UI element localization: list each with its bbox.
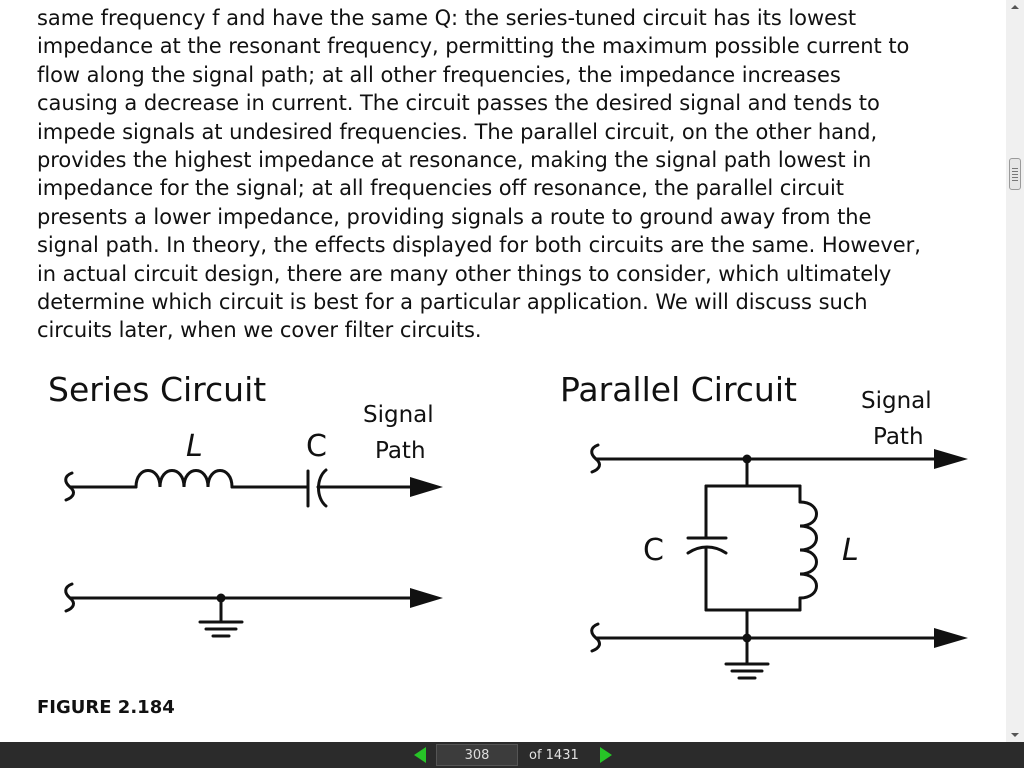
scroll-down-icon[interactable] — [1006, 728, 1024, 742]
text-line: flow along the signal path; at all other… — [37, 62, 841, 87]
text-line: impede signals at undesired frequencies.… — [37, 119, 878, 144]
text-line: causing a decrease in current. The circu… — [37, 91, 880, 116]
series-capacitor-label: C — [306, 429, 327, 464]
series-inductor-label: L — [186, 429, 203, 464]
ground-icon — [198, 593, 244, 638]
capacitor-icon — [686, 484, 728, 612]
parallel-capacitor-label: C — [643, 533, 664, 568]
text-line: impedance for the signal; at all frequen… — [37, 176, 844, 201]
text-line: same frequency f and have the same Q: th… — [37, 6, 857, 30]
inductor-icon — [798, 484, 818, 612]
text-line: in actual circuit design, there are many… — [37, 261, 892, 286]
document-page: same frequency f and have the same Q: th… — [0, 0, 1006, 742]
scroll-thumb[interactable] — [1009, 158, 1021, 190]
text-line: determine which circuit is best for a pa… — [37, 289, 868, 314]
signal-arrow-icon — [410, 588, 443, 608]
series-circuit: Series Circuit L C Signal Path — [48, 370, 443, 638]
series-signal-label: Signal — [363, 402, 434, 428]
total-pages-label: of 1431 — [529, 748, 579, 763]
body-text: same frequency f and have the same Q: th… — [37, 4, 987, 345]
ground-icon — [724, 633, 770, 680]
text-line: provides the highest impedance at resona… — [37, 147, 872, 172]
next-page-button[interactable] — [600, 747, 612, 763]
text-line: circuits later, when we cover filter cir… — [37, 318, 482, 343]
signal-arrow-icon — [410, 477, 443, 497]
vertical-scrollbar[interactable] — [1006, 0, 1024, 742]
scroll-up-icon[interactable] — [1006, 0, 1024, 14]
page-number-input[interactable] — [436, 744, 518, 766]
series-path-label: Path — [375, 438, 426, 464]
parallel-inductor-label: L — [842, 533, 859, 568]
previous-page-button[interactable] — [414, 747, 426, 763]
parallel-signal-label: Signal — [861, 388, 932, 414]
text-line: presents a lower impedance, providing si… — [37, 204, 872, 229]
text-line: impedance at the resonant frequency, per… — [37, 34, 910, 59]
inductor-icon — [134, 469, 234, 489]
parallel-path-label: Path — [873, 424, 924, 450]
series-circuit-title: Series Circuit — [48, 370, 266, 409]
signal-arrow-icon — [934, 449, 968, 469]
circuit-figure: Series Circuit L C Signal Path — [48, 370, 968, 680]
signal-arrow-icon — [934, 628, 968, 648]
parallel-circuit: Parallel Circuit Signal Path C L — [560, 370, 968, 680]
figure-caption: FIGURE 2.184 — [37, 697, 175, 718]
parallel-circuit-title: Parallel Circuit — [560, 370, 797, 409]
text-line: signal path. In theory, the effects disp… — [37, 233, 921, 258]
